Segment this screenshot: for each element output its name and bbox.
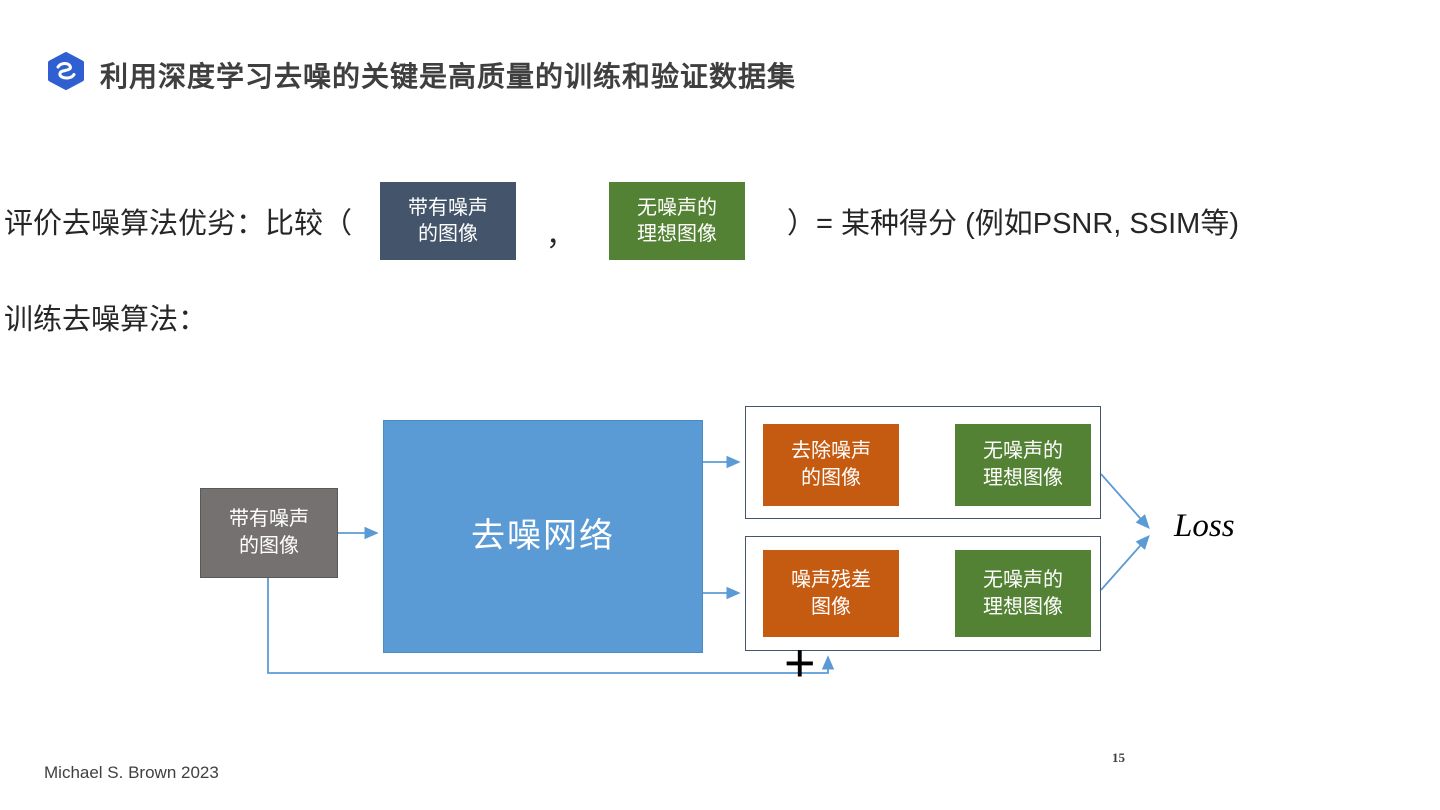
arrow-top-pair-to-loss [1100, 473, 1150, 530]
evaluation-prefix-text: 评价去噪算法优劣：比较（ [4, 208, 353, 240]
page-title: 利用深度学习去噪的关键是高质量的训练和验证数据集 [100, 61, 797, 92]
plus-operator: + [784, 633, 816, 693]
author-credit: Michael S. Brown 2023 [44, 763, 219, 782]
ideal-image-inline-box: 无噪声的 理想图像 [609, 182, 746, 260]
arrow-bottom-pair-to-loss [1100, 534, 1150, 591]
logo-icon [48, 52, 84, 90]
comma-separator: ， [546, 220, 576, 252]
denoised-image-box: 去除噪声 的图像 [763, 424, 899, 506]
residual-image-box: 噪声残差 图像 [763, 550, 899, 637]
evaluation-line: 评价去噪算法优劣：比较（ 带有噪声 的图像 ， 无噪声的 理想图像 ）= 某种得… [4, 182, 1239, 260]
page-number: 15 [1112, 750, 1125, 765]
noisy-image-inline-box: 带有噪声 的图像 [380, 182, 517, 260]
noisy-input-box: 带有噪声 的图像 [200, 488, 338, 578]
training-line: 训练去噪算法： [4, 304, 208, 336]
loss-label: Loss [1174, 508, 1235, 544]
ideal-image-top-box: 无噪声的 理想图像 [955, 424, 1091, 506]
ideal-image-bottom-box: 无噪声的 理想图像 [955, 550, 1091, 637]
evaluation-suffix-text: ）= 某种得分 (例如PSNR, SSIM等) [787, 208, 1239, 240]
denoise-network-box: 去噪网络 [383, 420, 703, 653]
